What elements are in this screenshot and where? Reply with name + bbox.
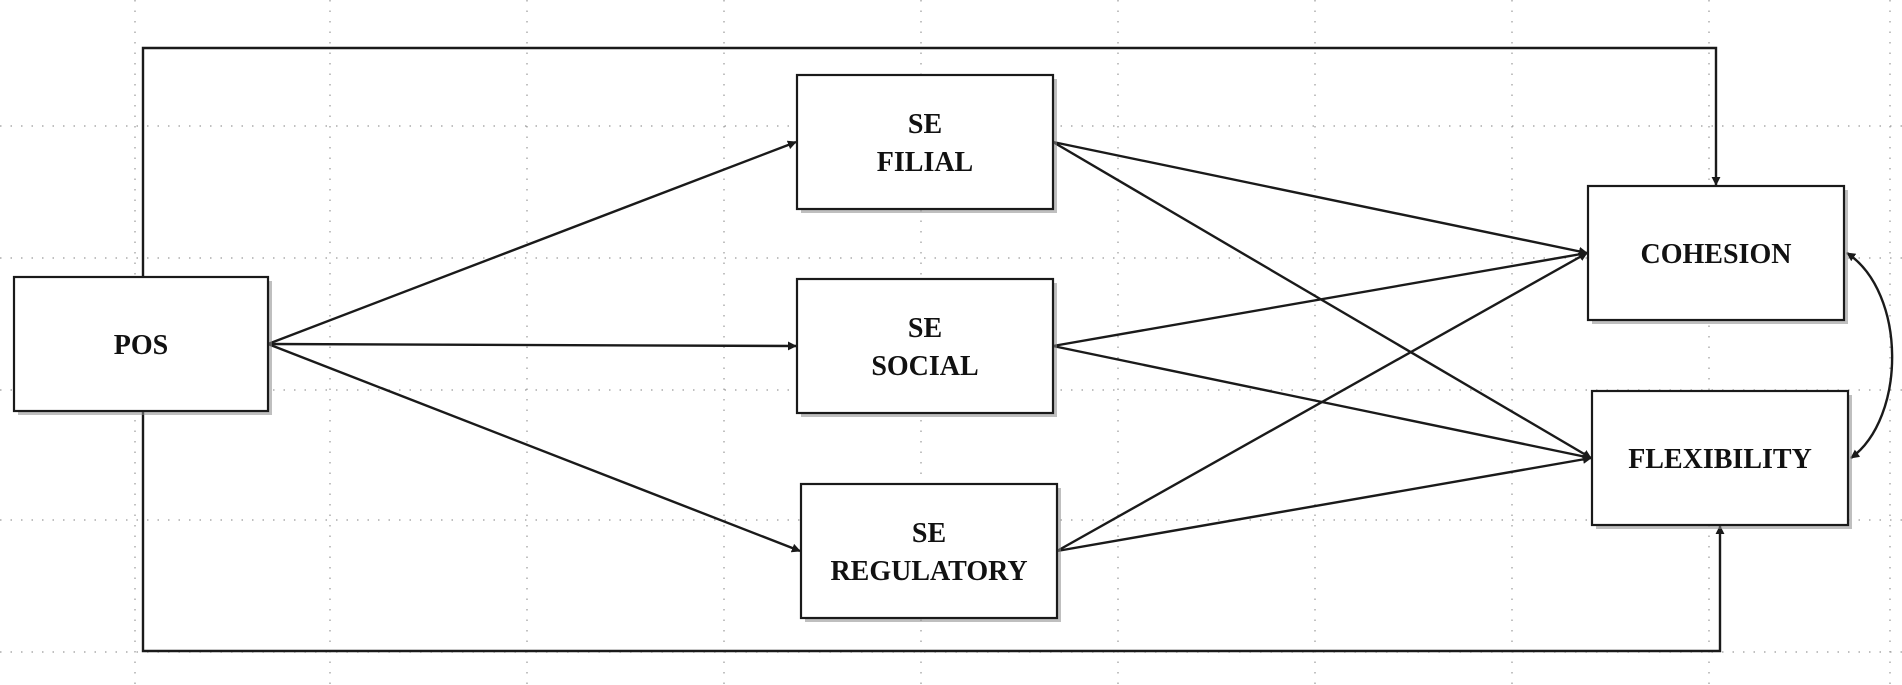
node-label: COHESION	[1641, 239, 1792, 270]
edge-se-regulatory-to-flexibility	[1056, 454, 1592, 553]
node-label: POS	[114, 330, 168, 361]
edge-pos-to-se-filial	[267, 140, 797, 346]
edge-pos-to-flexibility	[141, 411, 1725, 653]
node-box	[1586, 184, 1846, 322]
node-se-social: SE SOCIAL	[795, 277, 1057, 417]
edge-cohesion-to-flexibility	[1846, 252, 1894, 459]
node-pos: POS	[12, 275, 272, 415]
node-label: FILIAL	[877, 147, 973, 178]
edge-pos-to-se-social	[267, 341, 797, 351]
node-box	[12, 275, 270, 413]
edge-se-regulatory-to-cohesion	[1056, 251, 1588, 553]
node-label: SOCIAL	[871, 351, 978, 382]
node-label: REGULATORY	[830, 556, 1027, 587]
node-label: SE	[908, 313, 942, 344]
edge-pos-to-se-regulatory	[267, 342, 801, 553]
node-label: SE	[908, 109, 942, 140]
node-se-filial: SE FILIAL	[795, 73, 1057, 213]
edge-se-social-to-cohesion	[1052, 249, 1588, 348]
node-label: FLEXIBILITY	[1628, 444, 1812, 475]
edge-pos-to-cohesion	[141, 46, 1721, 277]
edges-layer	[141, 46, 1894, 653]
node-flexibility: FLEXIBILITY	[1590, 389, 1852, 529]
node-cohesion: COHESION	[1586, 184, 1848, 324]
node-box	[799, 482, 1059, 620]
node-box	[1590, 389, 1850, 527]
node-label: SE	[912, 518, 946, 549]
node-se-regulatory: SE REGULATORY	[799, 482, 1061, 622]
node-box	[795, 277, 1055, 415]
edge-se-filial-to-cohesion	[1052, 140, 1588, 256]
node-box	[795, 73, 1055, 211]
nodes-layer: POS SE FILIAL SE SOCIAL SE REGULATORY COHESION F…	[12, 73, 1852, 622]
